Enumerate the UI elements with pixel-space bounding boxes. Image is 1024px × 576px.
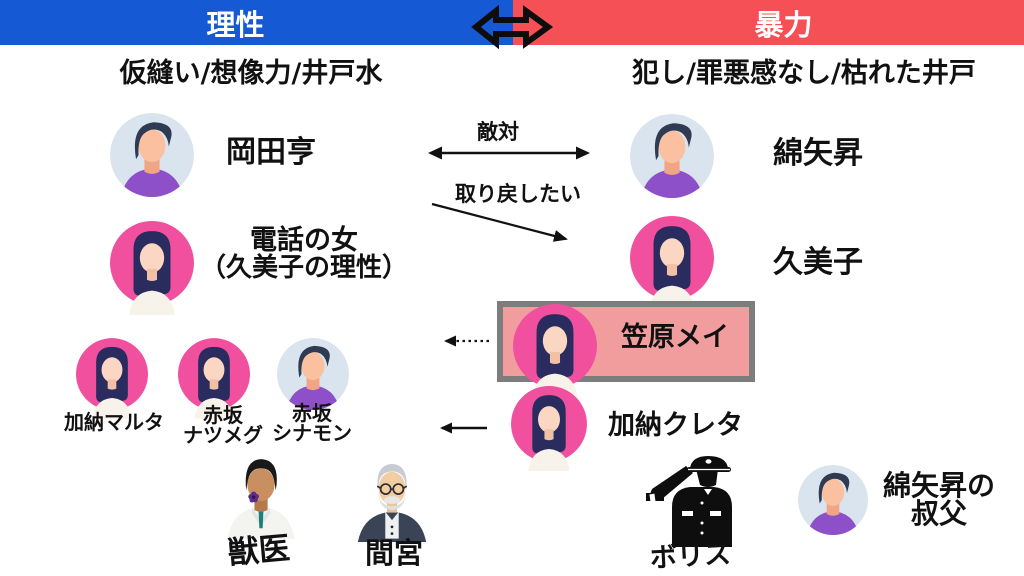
uncle-name-line2: 叔父 xyxy=(910,497,967,530)
vet-portrait-icon xyxy=(224,455,298,539)
akasaka-cinnamon-name-label: 赤坂 シナモン xyxy=(258,403,366,443)
kasahara-mei-avatar-icon xyxy=(513,304,597,398)
cinnamon-name-line1: 赤坂 xyxy=(292,401,332,425)
akasaka-nutmeg-name-label: 赤坂 ナツメグ xyxy=(169,405,277,445)
phone-woman-name-line2: （久美子の理性） xyxy=(199,253,408,284)
subtitle-reason: 仮縫い/想像力/井戸水 xyxy=(119,58,383,89)
boris-officer-icon xyxy=(636,455,740,547)
wataya-uncle-name-label: 綿矢昇の 叔父 xyxy=(872,472,1006,528)
okada-avatar-icon xyxy=(110,113,194,197)
double-arrow-icon xyxy=(471,5,554,49)
phone-woman-name-line1: 電話の女 xyxy=(250,225,358,256)
kano-malta-name-label: 加納マルタ xyxy=(64,410,164,434)
creta-solid-arrow xyxy=(440,422,487,434)
kumiko-name-label: 久美子 xyxy=(773,245,863,280)
header-reason-bar: 理性 xyxy=(0,0,513,45)
reclaim-arrow xyxy=(431,202,568,242)
enmity-arrow xyxy=(428,146,590,160)
subtitle-violence: 犯し/罪悪感なし/枯れた井戸 xyxy=(632,58,976,89)
okada-name-label: 岡田亨 xyxy=(226,135,316,170)
vet-name-label: 獣医 xyxy=(226,530,292,572)
uncle-name-line1: 綿矢昇の xyxy=(882,469,995,502)
phone-woman-name-label: 電話の女 （久美子の理性） xyxy=(196,225,412,284)
header-reason-label: 理性 xyxy=(206,7,265,42)
kasahara-dotted-arrow xyxy=(444,335,489,347)
akasaka-cinnamon-avatar-icon xyxy=(277,338,349,410)
kumiko-avatar-icon xyxy=(630,216,714,310)
kano-creta-avatar-icon xyxy=(511,386,587,471)
kano-creta-name-label: 加納クレタ xyxy=(608,410,743,441)
header-violence-label: 暴力 xyxy=(754,7,813,42)
kasahara-mei-name-label: 笠原メイ xyxy=(621,322,729,353)
cinnamon-name-line2: シナモン xyxy=(272,421,352,445)
nutmeg-name-line1: 赤坂 xyxy=(203,403,243,427)
enmity-label: 敵対 xyxy=(477,120,519,144)
wataya-name-label: 綿矢昇 xyxy=(773,136,863,171)
nutmeg-name-line2: ナツメグ xyxy=(183,423,263,447)
wataya-avatar-icon xyxy=(630,114,714,198)
reclaim-label: 取り戻したい xyxy=(455,182,581,206)
kano-malta-avatar-icon xyxy=(76,338,148,419)
phone-woman-avatar-icon xyxy=(110,221,194,315)
wataya-uncle-avatar-icon xyxy=(798,465,868,535)
mamiya-portrait-icon xyxy=(352,458,432,542)
boris-name-label: ボリス xyxy=(649,538,732,575)
header-violence-bar: 暴力 xyxy=(513,0,1024,45)
mamiya-name-label: 間宮 xyxy=(365,536,424,570)
